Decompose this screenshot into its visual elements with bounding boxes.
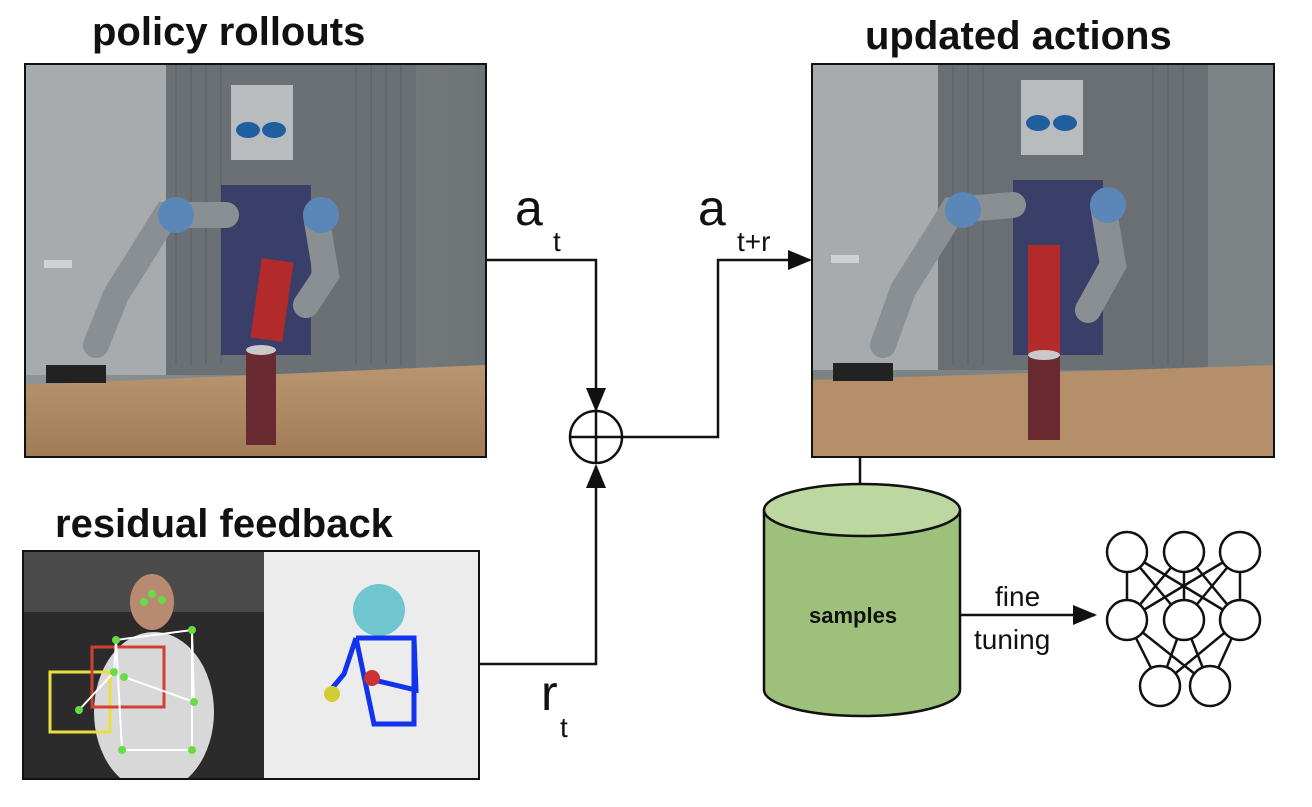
symbol-a-t-subscript: t — [553, 226, 561, 257]
neural-network-icon — [1105, 530, 1262, 708]
updated-actions-title: updated actions — [865, 14, 1172, 58]
samples-label: samples — [809, 603, 898, 628]
robot-scene-illustration — [26, 65, 485, 456]
a-t-plus-r-arrow — [622, 250, 812, 439]
updated-actions-photo — [811, 63, 1275, 458]
fine-tuning-label-line2: tuning — [974, 624, 1051, 655]
samples-database — [762, 482, 962, 718]
robot-scene-updated-illustration — [813, 65, 1273, 456]
symbol-a-t-plus-r: a — [698, 180, 726, 236]
policy-rollouts-title: policy rollouts — [92, 10, 366, 54]
symbol-r-t-subscript: t — [560, 712, 568, 743]
residual-feedback-title: residual feedback — [55, 502, 393, 546]
sum-node — [568, 409, 624, 465]
fine-tuning-label-line1: fine — [995, 581, 1041, 612]
a-t-arrow — [486, 258, 606, 412]
human-pose-illustration — [24, 552, 478, 778]
r-t-arrow — [480, 464, 606, 666]
symbol-a-t: a — [515, 180, 543, 236]
residual-feedback-photo — [22, 550, 480, 780]
policy-rollouts-photo — [24, 63, 487, 458]
symbol-r-t: r — [541, 665, 558, 721]
symbol-a-t-plus-r-subscript: t+r — [737, 226, 771, 257]
